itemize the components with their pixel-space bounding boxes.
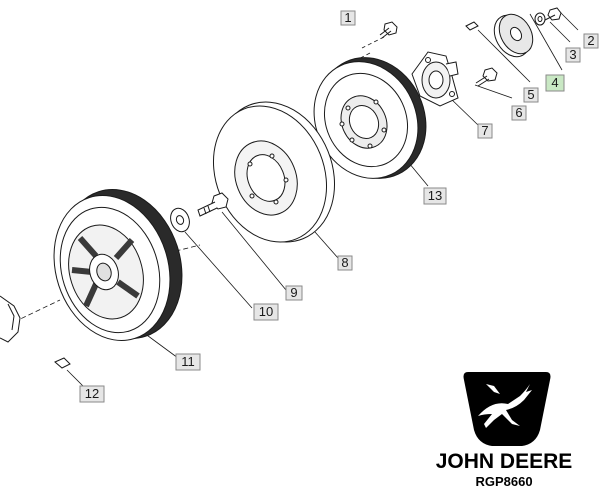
callout-label: 8 (341, 255, 348, 270)
callout-label: 1 (344, 10, 351, 25)
bolt-part-6 (475, 67, 498, 87)
callout-label: 13 (428, 188, 442, 203)
callout-label: 5 (527, 87, 534, 102)
callout-4: 4 (545, 74, 565, 92)
callout-label: 7 (481, 123, 488, 138)
part-code: RGP8660 (475, 474, 532, 489)
callout-2: 2 (583, 33, 599, 49)
callout-12: 12 (79, 385, 105, 403)
shaft-stub (0, 295, 21, 343)
callout-10: 10 (253, 303, 279, 321)
callout-label: 4 (551, 75, 558, 90)
key-part-5 (465, 21, 479, 31)
large-pulley-part-11 (53, 189, 183, 341)
washer-part-3 (534, 12, 546, 26)
callout-label: 3 (569, 47, 576, 62)
callout-label: 9 (290, 285, 297, 300)
callout-11: 11 (175, 353, 201, 371)
grooved-pulley-part-13 (313, 57, 427, 179)
leader-lines (13, 11, 579, 389)
damper-disc-part-8 (212, 101, 336, 243)
callout-label: 10 (259, 304, 273, 319)
callout-3: 3 (565, 47, 581, 63)
callout-5: 5 (523, 87, 539, 103)
callout-1: 1 (340, 10, 356, 26)
callout-label: 2 (587, 33, 594, 48)
bolt-part-9 (197, 192, 229, 217)
hub-flange-part-7 (411, 51, 459, 107)
leaping-deer-logo-icon (463, 372, 551, 446)
callout-9: 9 (285, 285, 303, 301)
callout-6: 6 (511, 105, 527, 121)
brand-name: JOHN DEERE (436, 450, 573, 473)
bolt-part-2 (544, 7, 562, 21)
callout-8: 8 (337, 255, 353, 271)
small-pulley-part-4 (493, 13, 534, 58)
callout-13: 13 (423, 187, 447, 205)
callout-label: 12 (85, 386, 99, 401)
callout-7: 7 (477, 123, 493, 139)
washer-part-10 (170, 207, 190, 233)
key-part-12 (54, 357, 71, 369)
callout-label: 6 (515, 105, 522, 120)
callout-label: 11 (181, 354, 195, 369)
bolt-part-1 (379, 21, 398, 39)
